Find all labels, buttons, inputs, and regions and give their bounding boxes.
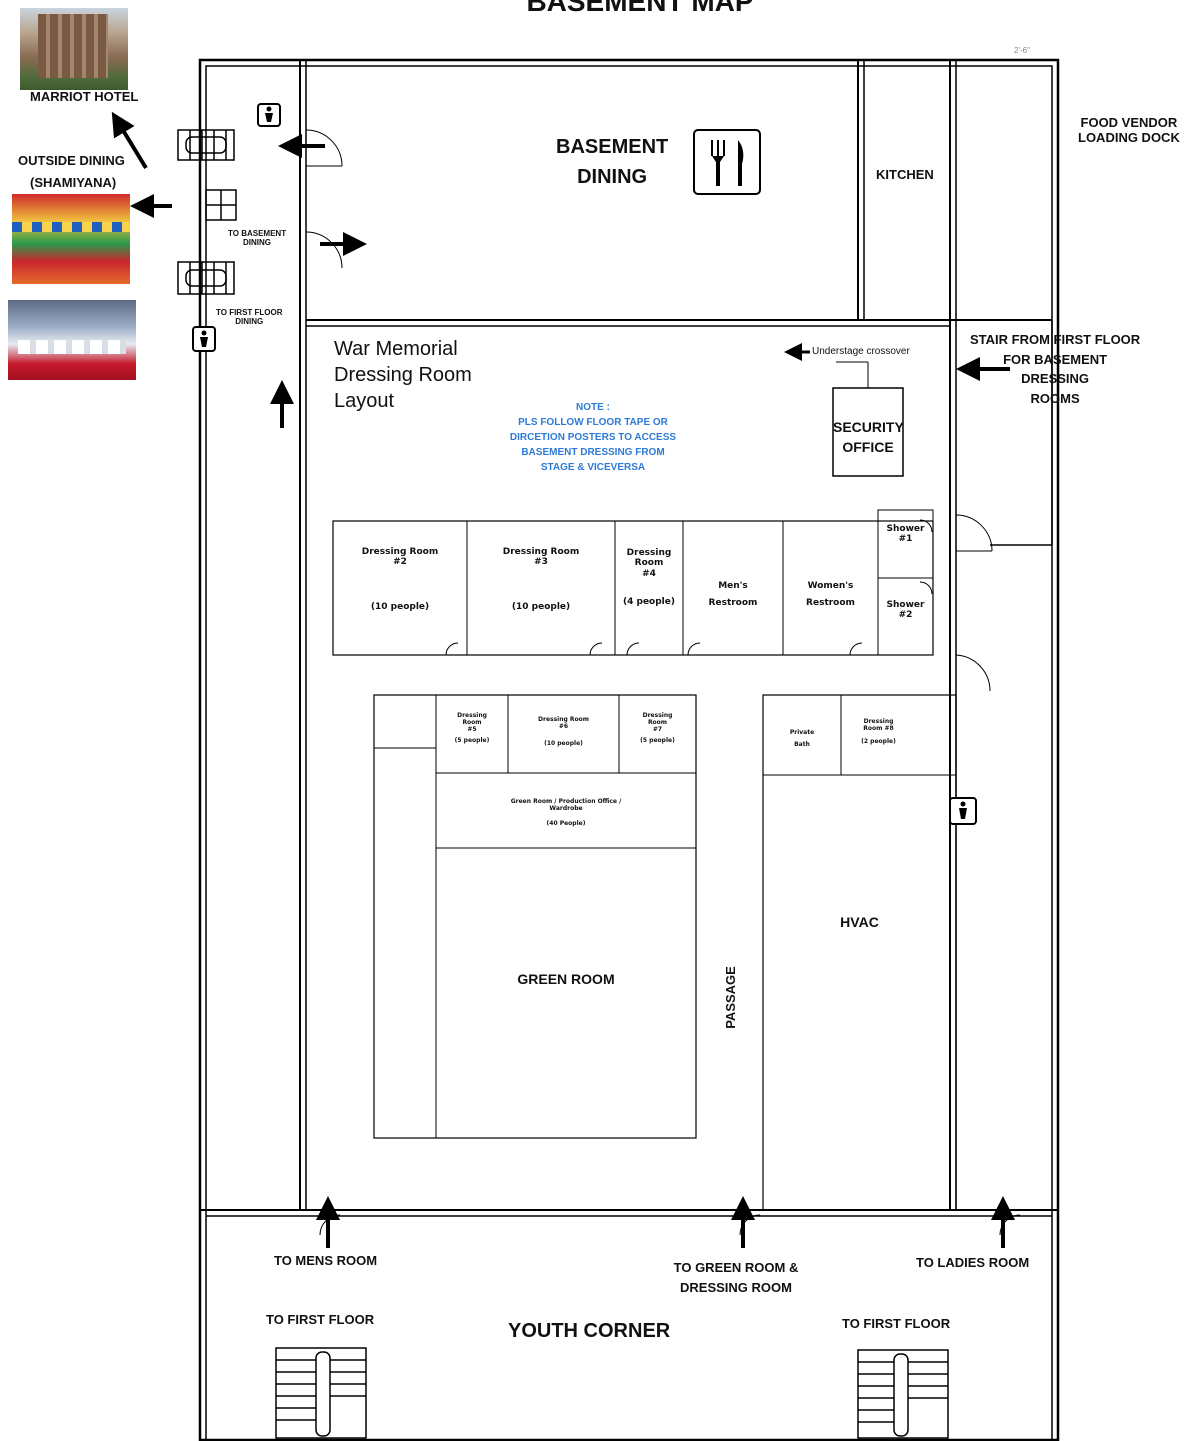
to-first-floor-right-label: TO FIRST FLOOR [842, 1316, 951, 1331]
shower-2: Shower#2 [886, 600, 925, 621]
passage-label: PASSAGE [722, 966, 738, 1029]
hvac-label: HVAC [840, 914, 879, 930]
map-title: BASEMENT MAP [526, 0, 754, 17]
kitchen-label: KITCHEN [876, 167, 934, 182]
to-mens-room-label: TO MENS ROOM [274, 1253, 378, 1268]
restroom-icon [192, 103, 977, 825]
hvac-block [762, 694, 957, 1211]
green-room-production-office: Green Room / Production Office /Wardrobe… [510, 798, 622, 827]
to-ladies-room-label: TO LADIES ROOM [916, 1255, 1030, 1270]
outer-wall-inner [205, 65, 1053, 1441]
youth-corner-label: YOUTH CORNER [508, 1320, 671, 1342]
marriot-hotel-label: MARRIOT HOTEL [30, 89, 139, 104]
arrow-icon [111, 111, 1015, 1248]
to-green-room-label: TO GREEN ROOM &DRESSING ROOM [673, 1260, 799, 1295]
shamiyana-photo [12, 194, 130, 284]
dimension-note: 2'-6" [1014, 46, 1030, 55]
shamiyana-label: (SHAMIYANA) [30, 175, 117, 190]
green-room-label: GREEN ROOM [517, 971, 615, 987]
dressing-room-6: Dressing Room#6 (10 people) [538, 716, 589, 747]
dining-icon [693, 129, 761, 195]
outside-dining-label: OUTSIDE DINING [18, 153, 125, 168]
lower-dressing-block [373, 694, 697, 1139]
stair-icon [177, 129, 949, 1439]
to-first-floor-left-label: TO FIRST FLOOR [266, 1312, 375, 1327]
understage-crossover-label: Understage crossover [812, 346, 910, 357]
shower-1: Shower#1 [886, 524, 925, 545]
outside-dining-photo [8, 300, 136, 380]
dressing-room-2: Dressing Room#2 (10 people) [361, 547, 439, 612]
door-icon [305, 129, 1021, 1236]
upper-dressing-block [332, 520, 934, 656]
dressing-room-3: Dressing Room#3 (10 people) [502, 547, 580, 612]
marriot-hotel-photo [20, 8, 128, 90]
